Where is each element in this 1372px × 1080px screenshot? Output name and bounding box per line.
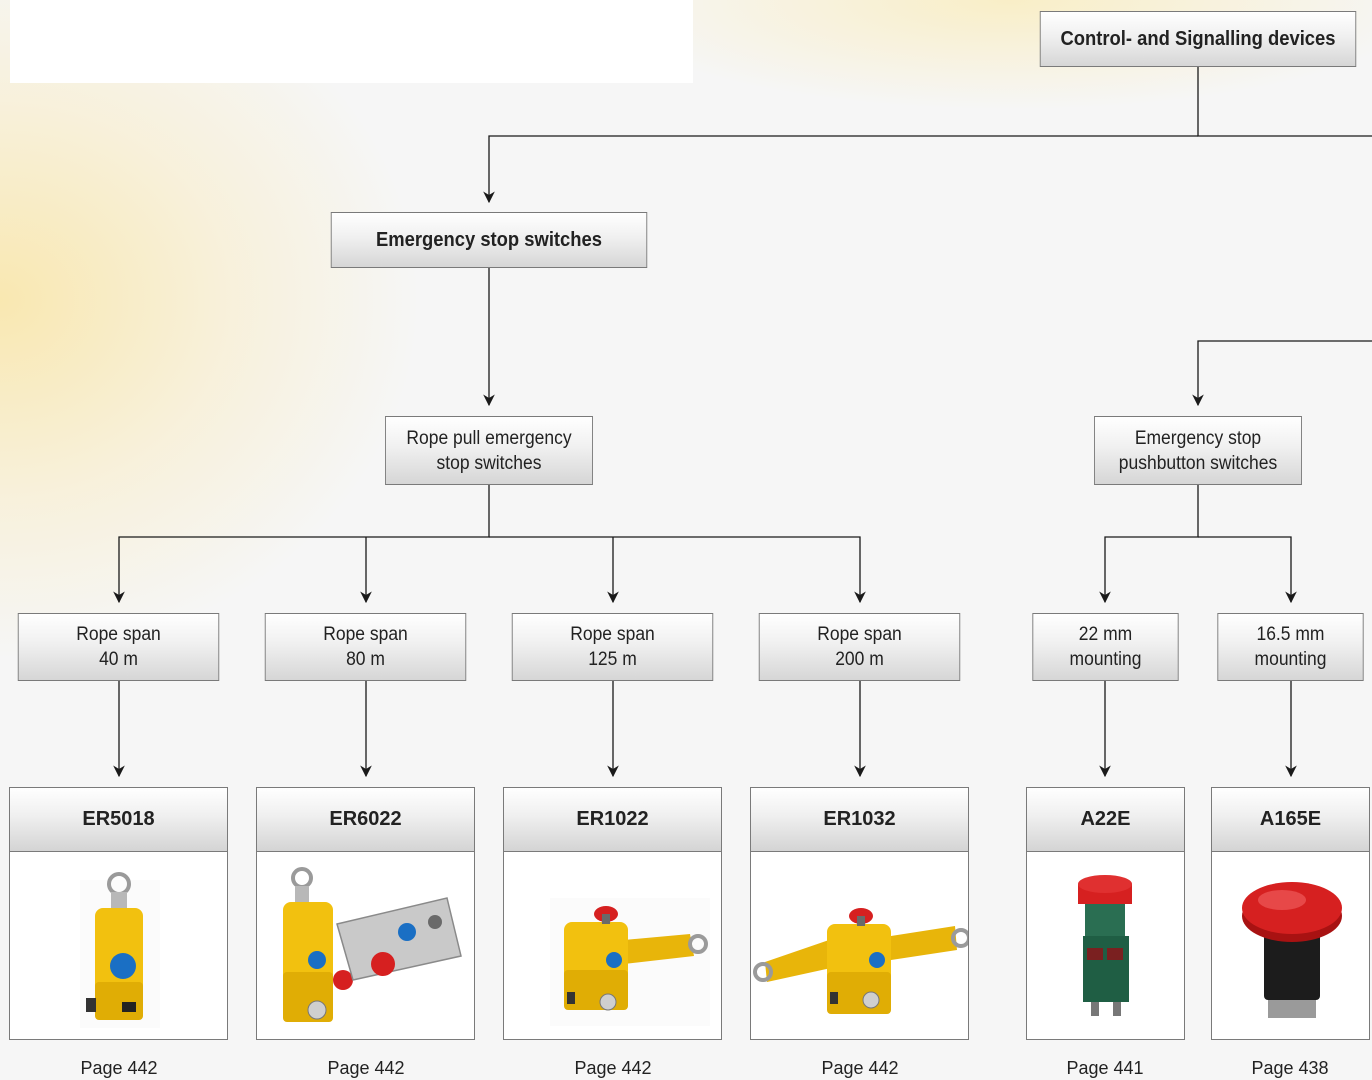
category-title: Emergency stop switches: [375, 228, 603, 251]
option-node-span-80: Rope span 80 m: [264, 613, 467, 681]
option-node-span-125: Rope span 125 m: [511, 613, 714, 681]
group-node-rope-pull: Rope pull emergency stop switches: [385, 416, 593, 485]
option-node-span-40: Rope span 40 m: [17, 613, 220, 681]
product-name: ER1032: [751, 788, 968, 852]
option-node-22mm: 22 mm mounting: [1032, 613, 1179, 681]
product-name: A22E: [1027, 788, 1184, 852]
option-label-line1: Rope span: [817, 624, 902, 645]
connector-push-22mm: [1099, 485, 1199, 604]
category-node: Emergency stop switches: [330, 212, 648, 268]
option-label-line1: 16.5 mm: [1256, 624, 1325, 645]
connector-push-16mm: [1198, 536, 1297, 604]
product-name: ER1022: [504, 788, 721, 852]
header-panel: [10, 0, 693, 83]
option-label-line1: Rope span: [323, 624, 408, 645]
group-node-pushbutton: Emergency stop pushbutton switches: [1094, 416, 1302, 485]
group-label-line1: Emergency stop: [1134, 427, 1262, 449]
product-image-er1032: [751, 852, 968, 1040]
product-image-er5018: [10, 852, 227, 1040]
product-image-a165e: [1212, 852, 1369, 1040]
product-card-er5018[interactable]: ER5018: [9, 787, 228, 1040]
option-label-line2: 200 m: [835, 649, 884, 670]
page-reference[interactable]: Page 442: [80, 1058, 158, 1078]
option-label-line2: 80 m: [346, 649, 385, 670]
option-label-line2: 40 m: [99, 649, 138, 670]
product-card-er6022[interactable]: ER6022: [256, 787, 475, 1040]
group-label-line1: Rope pull emergency: [406, 427, 572, 449]
root-title: Control- and Signalling devices: [1060, 27, 1336, 50]
page-reference[interactable]: Page 442: [327, 1058, 405, 1078]
page-reference[interactable]: Page 441: [1066, 1058, 1144, 1078]
connector-branch-pushbutton: [1192, 340, 1372, 407]
connector-rope-span-200: [489, 536, 866, 604]
product-card-a22e[interactable]: A22E: [1026, 787, 1185, 1040]
product-card-er1022[interactable]: ER1022: [503, 787, 722, 1040]
product-name: ER5018: [10, 788, 227, 852]
product-image-er6022: [257, 852, 474, 1040]
option-node-16mm: 16.5 mm mounting: [1217, 613, 1364, 681]
product-name: A165E: [1212, 788, 1369, 852]
option-label-line1: Rope span: [76, 624, 161, 645]
connector-rope-span-40: [113, 485, 490, 604]
group-label-line2: pushbutton switches: [1118, 452, 1278, 474]
option-label-line1: 22 mm: [1078, 624, 1133, 645]
product-image-a22e: [1027, 852, 1184, 1040]
root-node: Control- and Signalling devices: [1039, 11, 1357, 67]
connector-root-category: [483, 135, 1198, 204]
option-label-line2: 125 m: [588, 649, 637, 670]
page-reference[interactable]: Page 442: [574, 1058, 652, 1078]
product-image-er1022: [504, 852, 721, 1040]
option-label-line2: mounting: [1254, 649, 1327, 670]
group-label-line2: stop switches: [436, 452, 542, 474]
option-label-line2: mounting: [1069, 649, 1142, 670]
option-node-span-200: Rope span 200 m: [758, 613, 961, 681]
product-name: ER6022: [257, 788, 474, 852]
product-card-a165e[interactable]: A165E: [1211, 787, 1370, 1040]
option-label-line1: Rope span: [570, 624, 655, 645]
connector-root-right: [1197, 67, 1372, 137]
page-reference[interactable]: Page 442: [821, 1058, 899, 1078]
page-reference[interactable]: Page 438: [1251, 1058, 1329, 1078]
product-card-er1032[interactable]: ER1032: [750, 787, 969, 1040]
